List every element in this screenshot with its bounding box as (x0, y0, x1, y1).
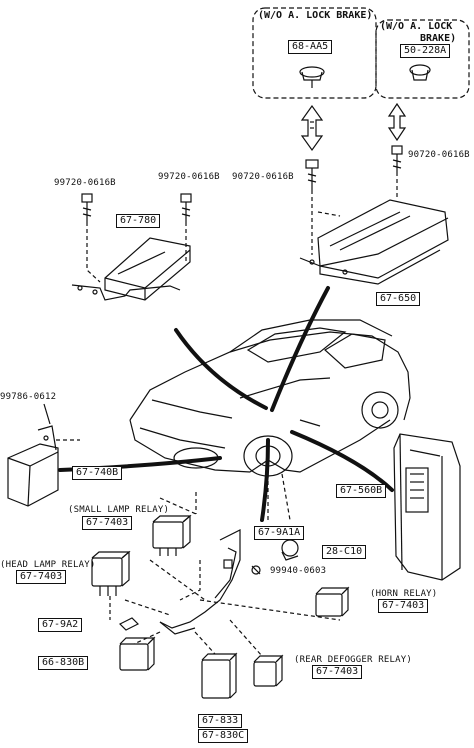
caption-rear-defogger-relay: (REAR DEFOGGER RELAY) (294, 655, 412, 665)
bolt-label-90720-a: 90720-0616B (232, 172, 294, 182)
dashed-leaders (56, 439, 341, 657)
wo-lock-brake-frame-right (375, 19, 470, 99)
clip-28-c10 (281, 539, 299, 561)
relay-horn (315, 586, 350, 617)
relay-66-830b (119, 636, 156, 671)
part-67-650: 67-650 (376, 292, 421, 306)
relay-head-lamp (91, 550, 131, 596)
part-67-7403-small-lamp: 67-7403 (82, 516, 133, 530)
fuse-block-67-560b (393, 433, 461, 581)
relay-rear-defogger (253, 654, 284, 687)
part-67-9a2: 67-9A2 (38, 618, 83, 632)
part-67-830c: 67-830C (198, 729, 249, 743)
wo-lock-brake-frame-left (252, 7, 377, 99)
part-67-7403-head-lamp: 67-7403 (16, 570, 67, 584)
bolt-label-99720-b: 99720-0616B (158, 172, 220, 182)
double-arrow-left (300, 104, 324, 152)
bolt-90720-left (305, 159, 319, 190)
part-66-830b: 66-830B (38, 656, 89, 670)
caption-small-lamp-relay: (SMALL LAMP RELAY) (68, 505, 170, 515)
bolt-label-90720-b: 90720-0616B (408, 150, 470, 160)
part-67-7403-horn: 67-7403 (378, 599, 429, 613)
part-67-780: 67-780 (116, 214, 161, 228)
caption-wo-lock-brake-left: (W/O A. LOCK BRAKE) (258, 10, 373, 21)
module-67-780 (71, 222, 191, 301)
car-illustration (129, 319, 411, 477)
nut-99940 (251, 565, 261, 575)
clip-68-aa5 (299, 66, 325, 88)
clip-50-228a (409, 64, 431, 81)
part-50-228a: 50-228A (400, 44, 451, 58)
module-67-740b (7, 403, 59, 507)
clip-67-9a2 (118, 617, 140, 631)
relay-67-833 (201, 652, 238, 699)
caption-horn-relay: (HORN RELAY) (370, 589, 438, 599)
caption-wo-lock-brake-right-line2: BRAKE) (420, 33, 457, 44)
bolt-label-99940: 99940-0603 (270, 566, 327, 576)
caption-head-lamp-relay: (HEAD LAMP RELAY) (0, 560, 96, 570)
bolt-label-99786: 99786-0612 (0, 392, 57, 402)
part-67-7403-rear-defogger: 67-7403 (312, 665, 363, 679)
bolt-99720-a (81, 193, 93, 222)
relay-small-lamp (152, 514, 192, 556)
part-67-740b: 67-740B (72, 466, 123, 480)
double-arrow-right (387, 102, 407, 142)
part-67-833: 67-833 (198, 714, 243, 728)
part-67-560b: 67-560B (336, 484, 387, 498)
part-28-c10: 28-C10 (322, 545, 367, 559)
bolt-90720-right (391, 145, 403, 172)
bolt-99720-b (180, 193, 192, 222)
part-67-9a1a: 67-9A1A (254, 526, 305, 540)
part-68-aa5: 68-AA5 (288, 40, 333, 54)
relay-bracket (159, 529, 241, 635)
bolt-label-99720-a: 99720-0616B (54, 178, 116, 188)
module-67-650 (299, 172, 449, 285)
caption-wo-lock-brake-right-line1: (W/O A. LOCK (380, 21, 453, 32)
